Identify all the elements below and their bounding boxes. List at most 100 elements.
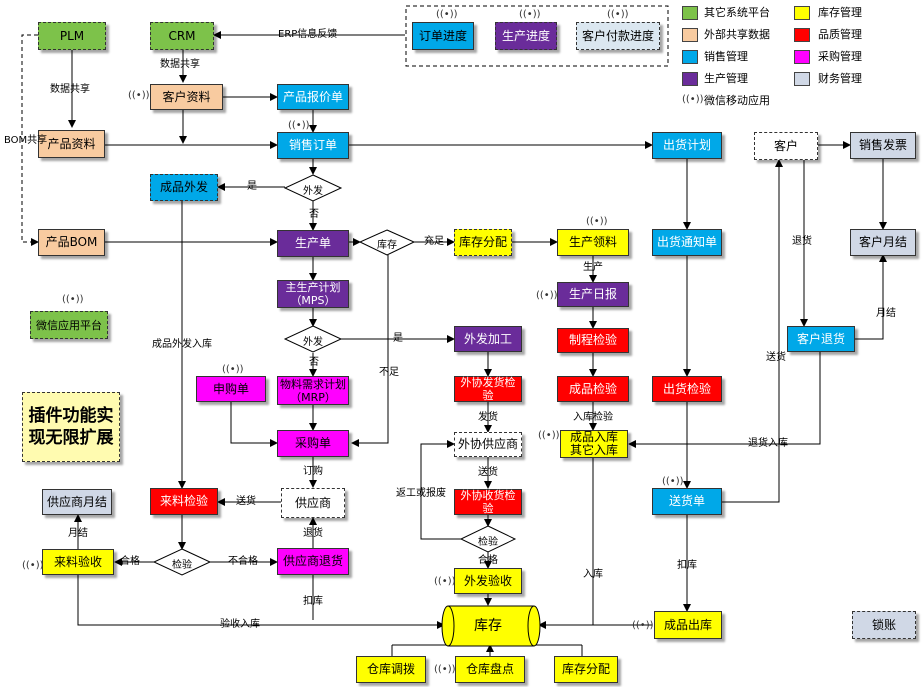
decision-outsource-2 — [283, 325, 343, 353]
warehouse-count-label: 仓库盘点 — [465, 662, 514, 676]
edge-label-delivery: 送货 — [766, 352, 786, 363]
mrp-box[interactable]: 物料需求计划（MRP） — [277, 376, 349, 405]
lock-account-box[interactable]: 锁账 — [852, 611, 916, 639]
process-inspect-box[interactable]: 制程检验 — [557, 328, 629, 353]
product-info-label: 产品资料 — [47, 136, 96, 151]
finished-outsource-box[interactable]: 成品外发 — [150, 174, 218, 201]
delivery-note-box[interactable]: 送货单 — [652, 488, 722, 515]
edge-label-sufficient: 充足 — [424, 236, 444, 247]
wechat-signal-icon: ((•)) — [586, 216, 608, 227]
wechat-signal-icon: ((•)) — [128, 90, 150, 101]
production-order-label: 生产单 — [294, 236, 331, 250]
ship-plan-box[interactable]: 出货计划 — [652, 132, 722, 159]
product-info-box[interactable]: 产品资料 — [38, 130, 105, 158]
edge-label-qualified-1: 合格 — [120, 556, 140, 567]
product-bom-box[interactable]: 产品BOM — [38, 229, 105, 256]
incoming-inspect-box[interactable]: 来料检验 — [150, 488, 218, 515]
production-progress-box[interactable]: 生产进度 — [495, 22, 557, 50]
customer-monthly-box[interactable]: 客户月结 — [850, 229, 916, 256]
crm-box[interactable]: CRM — [150, 22, 214, 50]
legend-swatch-purchase — [794, 50, 810, 64]
finished-inspect-label: 成品检验 — [568, 381, 617, 396]
production-progress-label: 生产进度 — [501, 28, 550, 43]
warehouse-transfer-box[interactable]: 仓库调拨 — [356, 656, 426, 683]
plm-box[interactable]: PLM — [38, 22, 106, 50]
supplier-return-box[interactable]: 供应商退货 — [277, 548, 349, 575]
wechat-signal-icon: ((•)) — [62, 294, 84, 305]
decision-outsource-2-label: 外发 — [303, 337, 323, 348]
edge-label-return-goods-2: 退货 — [303, 528, 323, 539]
edge-label-return-goods: 退货 — [792, 236, 812, 247]
edge-label-monthly-settle-2: 月结 — [68, 528, 88, 539]
sales-order-box[interactable]: 销售订单 — [277, 132, 349, 159]
legend-swatch-external — [682, 6, 698, 20]
edge-label-send-goods-3: 送货 — [236, 496, 256, 507]
stock-alloc-mid-box[interactable]: 库存分配 — [454, 229, 512, 256]
edge-label-no-1: 否 — [309, 209, 319, 220]
production-order-box[interactable]: 生产单 — [277, 230, 349, 257]
finished-in-box[interactable]: 成品入库 其它入库 — [560, 430, 628, 458]
lock-account-label: 锁账 — [871, 617, 896, 632]
edge-label-accept-in: 验收入库 — [220, 619, 260, 630]
legend-sales: 销售管理 — [704, 50, 748, 63]
edge-label-order: 订购 — [303, 466, 323, 477]
legend-swatch-quality — [794, 28, 810, 42]
finished-in-label: 成品入库 其它入库 — [569, 430, 618, 457]
sales-invoice-box[interactable]: 销售发票 — [850, 132, 916, 159]
customer-return-box[interactable]: 客户退货 — [787, 326, 855, 352]
production-daily-box[interactable]: 生产日报 — [557, 282, 629, 307]
product-bom-label: 产品BOM — [45, 235, 98, 249]
edge-label-deduct-2: 扣库 — [677, 560, 697, 571]
order-progress-box[interactable]: 订单进度 — [412, 22, 474, 50]
mps-box[interactable]: 主生产计划（MPS） — [277, 280, 349, 308]
edge-label-finished-out-in: 成品外发入库 — [152, 339, 212, 350]
legend-purchase: 采购管理 — [818, 50, 862, 63]
edge-label-send-goods-1: 发货 — [478, 412, 498, 423]
incoming-accept-box[interactable]: 来料验收 — [42, 549, 114, 575]
plugin-note-box: 插件功能实现无限扩展 — [22, 392, 120, 462]
decision-check-2 — [459, 525, 517, 553]
stock-alloc-bottom-box[interactable]: 库存分配 — [554, 656, 618, 683]
customer-payment-label: 客户付款进度 — [581, 28, 654, 43]
legend-quality: 品质管理 — [818, 28, 862, 41]
purchase-request-box[interactable]: 申购单 — [196, 376, 266, 402]
supplier-monthly-box[interactable]: 供应商月结 — [42, 489, 112, 515]
wechat-platform-box[interactable]: 微信应用平台 — [30, 311, 108, 339]
customer-info-box[interactable]: 客户资料 — [150, 84, 223, 110]
warehouse-count-box[interactable]: 仓库盘点 — [455, 656, 525, 683]
incoming-accept-label: 来料验收 — [53, 554, 102, 569]
outsource-send-inspect-box[interactable]: 外协发货检验 — [454, 376, 522, 402]
ship-inspect-label: 出货检验 — [662, 381, 711, 396]
finished-inspect-box[interactable]: 成品检验 — [557, 376, 629, 402]
finished-out-box[interactable]: 成品出库 — [654, 611, 722, 639]
customer-box[interactable]: 客户 — [754, 132, 818, 160]
wechat-signal-icon: ((•)) — [607, 9, 629, 20]
outsource-process-box[interactable]: 外发加工 — [454, 326, 522, 352]
purchase-request-label: 申购单 — [212, 381, 249, 396]
customer-payment-box[interactable]: 客户付款进度 — [576, 22, 660, 50]
legend-production: 生产管理 — [704, 72, 748, 85]
outsource-accept-box[interactable]: 外发验收 — [454, 568, 522, 594]
ship-plan-label: 出货计划 — [662, 138, 711, 152]
outsource-accept-label: 外发验收 — [463, 573, 512, 588]
wechat-signal-icon: ((•)) — [519, 9, 541, 20]
edge-label-data-share-1: 数据共享 — [160, 59, 200, 70]
edge-label-qualified-2: 合格 — [478, 555, 498, 566]
ship-inspect-box[interactable]: 出货检验 — [652, 376, 722, 402]
legend-swatch-inventory — [794, 6, 810, 20]
inventory-label: 库存 — [474, 618, 502, 634]
ship-notice-box[interactable]: 出货通知单 — [652, 229, 722, 256]
outsource-receive-inspect-box[interactable]: 外协收货检验 — [454, 489, 522, 515]
purchase-order-box[interactable]: 采购单 — [277, 430, 349, 457]
edge-label-produce: 生产 — [583, 262, 603, 273]
legend-finance: 财务管理 — [818, 72, 862, 85]
outsource-supplier-box[interactable]: 外协供应商 — [454, 432, 522, 457]
production-pick-box[interactable]: 生产领料 — [557, 229, 629, 256]
wechat-signal-icon: ((•)) — [434, 664, 456, 675]
product-quote-box[interactable]: 产品报价单 — [277, 84, 349, 110]
supplier-box[interactable]: 供应商 — [281, 488, 345, 518]
edge-label-yes-2: 是 — [393, 333, 403, 344]
wechat-signal-icon: ((•)) — [434, 576, 456, 587]
edge-label-data-share-2: 数据共享 — [50, 84, 90, 95]
ship-notice-label: 出货通知单 — [656, 235, 717, 249]
